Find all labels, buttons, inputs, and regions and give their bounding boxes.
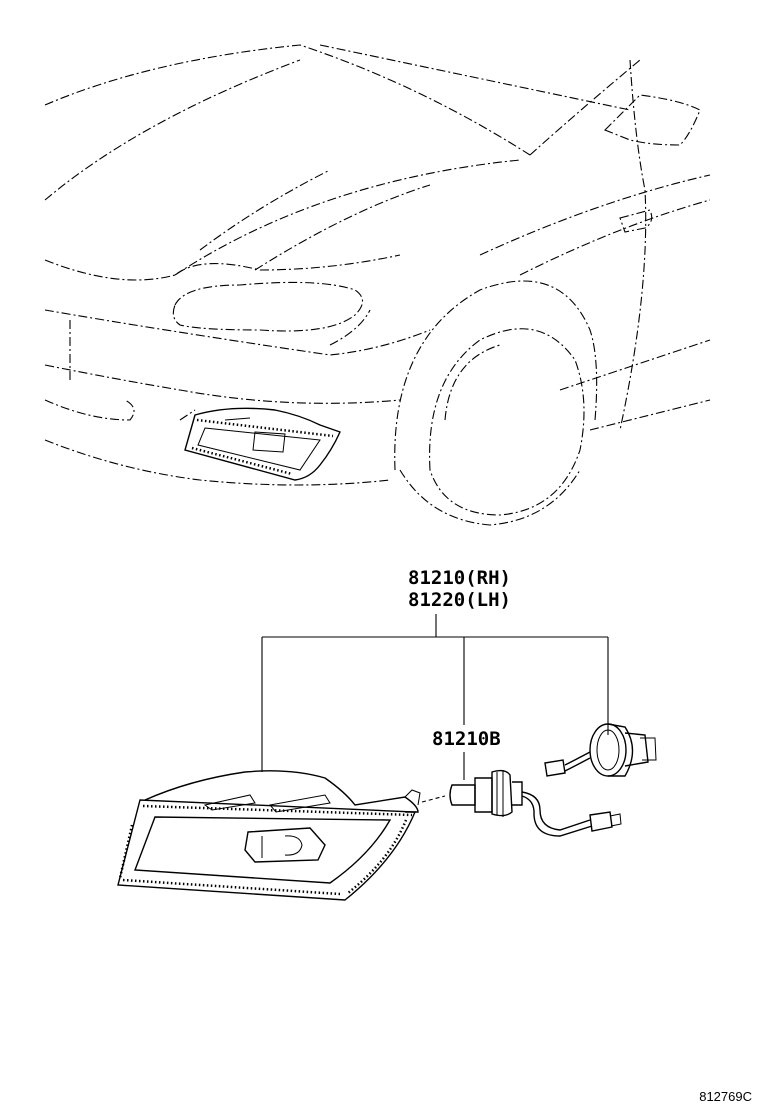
fog-lamp-installed (184, 407, 341, 481)
part-number-lh: 81220(LH) (408, 589, 511, 611)
bulb-part-number: 81210B (432, 728, 501, 750)
leader-lines (261, 614, 609, 780)
car-front-outline (44, 44, 711, 526)
part-number-rh: 81210(RH) (408, 567, 511, 589)
bulb-socket (544, 723, 657, 777)
fog-lamp-assembly (117, 770, 446, 901)
fog-lamp-bulb (449, 769, 622, 837)
illustration-reference: 812769C (699, 1089, 752, 1104)
